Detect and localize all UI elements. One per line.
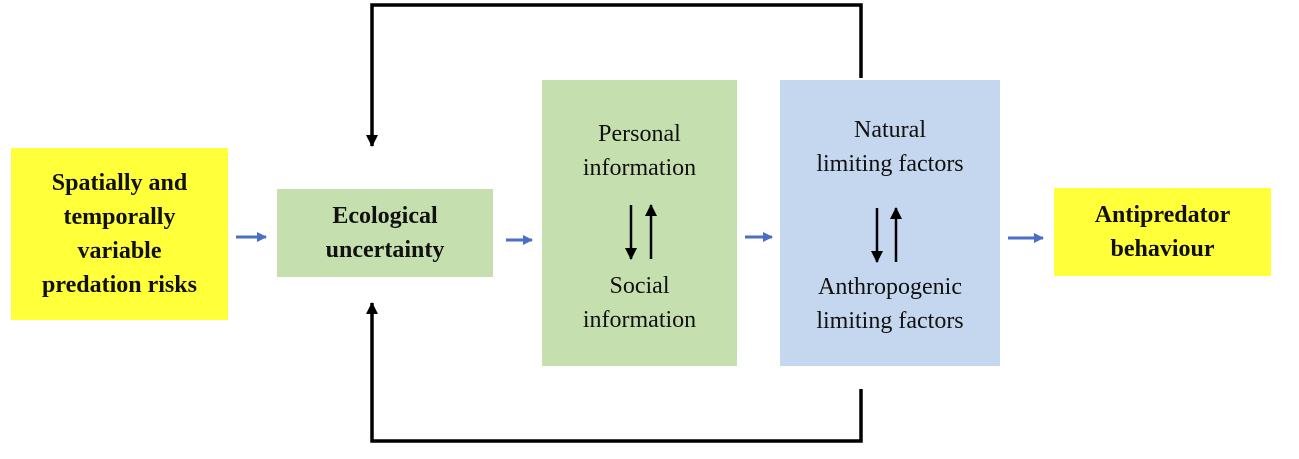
- personal-information-label: Personal information: [542, 117, 737, 185]
- social-information-line-2: information: [582, 307, 697, 333]
- social-information-line-1: Social: [609, 273, 670, 299]
- ecological-uncertainty-line-2: uncertainty: [325, 237, 445, 263]
- social-information-label: Social information: [542, 269, 737, 337]
- antipredator-behaviour-box: Antipredator behaviour: [1054, 188, 1271, 276]
- predation-risks-line-3: variable: [77, 238, 162, 264]
- antipredator-behaviour-line-1: Antipredator: [1094, 202, 1231, 228]
- anthropogenic-limiting-factors-line-2: limiting factors: [816, 308, 964, 334]
- personal-information-line-1: Personal: [598, 121, 681, 147]
- personal-information-line-2: information: [582, 155, 697, 181]
- feedback-loop-top: [366, 3, 863, 147]
- anthropogenic-limiting-factors-line-1: Anthropogenic: [818, 274, 962, 300]
- feedback-loop-bottom: [366, 302, 863, 443]
- natural-limiting-factors-line-2: limiting factors: [816, 151, 964, 177]
- natural-limiting-factors-label: Natural limiting factors: [780, 113, 1000, 181]
- predation-risks-box: Spatially and temporally variable predat…: [11, 148, 228, 320]
- anthropogenic-limiting-factors-label: Anthropogenic limiting factors: [780, 270, 1000, 338]
- information-box: Personal information Social information: [542, 80, 737, 366]
- ecological-uncertainty-line-1: Ecological: [332, 203, 438, 229]
- predation-risks-line-2: temporally: [63, 204, 176, 230]
- limiting-factors-box: Natural limiting factors Anthropogenic l…: [780, 80, 1000, 366]
- ecological-uncertainty-box: Ecological uncertainty: [277, 189, 493, 277]
- predation-risks-line-4: predation risks: [42, 272, 197, 298]
- natural-limiting-factors-line-1: Natural: [854, 117, 926, 143]
- predation-risks-line-1: Spatially and: [51, 170, 188, 196]
- antipredator-behaviour-line-2: behaviour: [1110, 236, 1215, 262]
